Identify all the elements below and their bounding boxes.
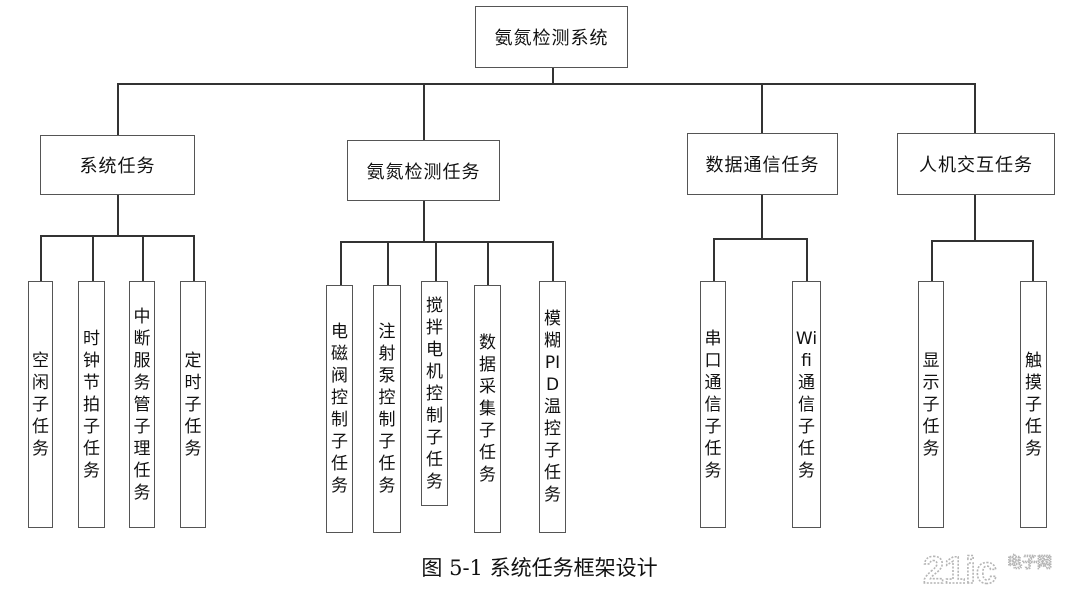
subtask-node-label: 串口通信子任务 [704,328,722,481]
connector-group-1 [117,83,119,135]
group-3-child-1-line [713,238,715,281]
level1-bus-line [117,83,974,85]
group-2-child-5-line [552,241,554,281]
root-stem-line [552,68,554,84]
subtask-node-label: 定时子任务 [184,350,202,459]
subtask-node-label: 搅拌电机控制子任务 [426,295,443,492]
group-1-child-3-line [142,235,144,281]
group-node-system-tasks: 系统任务 [40,135,195,195]
subtask-node-clock-tick: 时钟节拍子任务 [78,281,105,528]
group-1-child-2-line [92,235,94,281]
group-4-child-2-line [1032,240,1034,281]
subtask-node-label: 显示子任务 [922,350,940,459]
group-1-bus-line [40,235,193,237]
connector-group-2 [423,83,425,140]
subtask-node-label: 数据采集子任务 [479,333,496,485]
group-4-bus-line [931,240,1033,242]
subtask-node-solenoid-valve: 电磁阀控制子任务 [326,285,353,533]
group-node-label: 系统任务 [79,156,156,177]
connector-group-4 [974,83,976,133]
group-3-bus-line [713,238,807,240]
subtask-node-label: Wifi通信子任务 [795,328,818,481]
group-1-stem-line [117,195,119,236]
subtask-node-data-acquisition: 数据采集子任务 [474,285,501,533]
group-node-label: 氨氮检测任务 [366,161,481,183]
subtask-node-timer: 定时子任务 [180,281,206,528]
subtask-node-fuzzy-pid: 模糊PID温控子任务 [539,281,566,533]
watermark-logo: 21ic 电子网 [922,549,1052,589]
subtask-node-syringe-pump: 注射泵控制子任务 [373,285,401,533]
subtask-node-label: 电磁阀控制子任务 [331,322,348,496]
root-node-label: 氨氮检测系统 [494,28,609,49]
subtask-node-stirring-motor: 搅拌电机控制子任务 [421,281,448,506]
subtask-node-label: 注射泵控制子任务 [378,322,396,496]
group-2-child-2-line [387,241,389,285]
group-2-child-3-line [435,241,437,281]
subtask-node-interrupt-service: 中断服务管子理任务 [129,281,155,528]
watermark-logo-subtext: 电子网 [1007,553,1052,571]
subtask-node-label: 触摸子任务 [1025,350,1042,459]
subtask-node-display: 显示子任务 [918,281,944,528]
group-2-child-1-line [340,241,342,285]
group-node-label: 人机交互任务 [919,155,1033,176]
subtask-node-serial-comm: 串口通信子任务 [700,281,726,528]
group-2-stem-line [423,201,425,242]
group-1-child-1-line [40,235,42,281]
subtask-node-idle: 空闲子任务 [28,281,53,528]
group-4-stem-line [974,195,976,241]
group-3-stem-line [761,195,763,239]
watermark-logo-text: 21ic [923,550,997,589]
subtask-node-label: 时钟节拍子任务 [83,328,100,481]
group-node-hmi-tasks: 人机交互任务 [897,133,1055,195]
group-2-bus-line [340,241,552,243]
group-4-child-1-line [931,240,933,281]
group-node-ammonia-detection-tasks: 氨氮检测任务 [347,140,500,201]
group-3-child-2-line [806,238,808,281]
group-1-child-4-line [193,235,195,281]
subtask-node-label: 中断服务管子理任务 [133,306,151,503]
connector-group-3 [761,83,763,133]
subtask-node-touch: 触摸子任务 [1020,281,1047,528]
figure-caption: 图 5-1 系统任务框架设计 [421,556,658,580]
subtask-node-label: 空闲子任务 [32,350,49,459]
subtask-node-label: 模糊PID温控子任务 [544,309,561,505]
root-node: 氨氮检测系统 [475,6,628,68]
group-node-data-communication-tasks: 数据通信任务 [687,133,838,195]
group-2-child-4-line [487,241,489,285]
group-node-label: 数据通信任务 [705,155,820,176]
subtask-node-wifi-comm: Wifi通信子任务 [792,281,821,528]
